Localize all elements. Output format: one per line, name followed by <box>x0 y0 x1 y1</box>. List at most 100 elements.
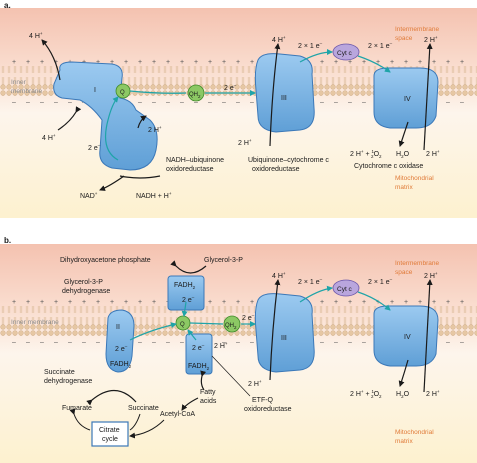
b-proton-arrow-iii <box>269 279 281 381</box>
a-2x1e-left-label: 2 × 1 e– <box>298 41 323 50</box>
a-2e-i-label: 2 e– <box>88 143 101 152</box>
membrane-minus-sign: – <box>320 99 324 106</box>
b-succinate-dh-line1: Succinate <box>44 369 75 376</box>
a-intermembrane-label-1: Intermembrane <box>395 26 439 33</box>
b-intermembrane-label-1: Intermembrane <box>395 260 439 267</box>
b-2e-ii-label: 2 e– <box>115 344 128 353</box>
b-etf-q-line2: oxidoreductase <box>244 406 292 413</box>
membrane-minus-sign: – <box>54 339 58 346</box>
panel-a: a. +++++++++++++++++++++++++++++++++ –––… <box>0 1 477 218</box>
b-2e-iii-label: 2 e– <box>242 313 255 322</box>
a-2x1e-right-label: 2 × 1 e– <box>368 41 393 50</box>
a-q-label: Q <box>120 90 125 96</box>
b-fatty-acids-line2: acids <box>200 398 217 405</box>
membrane-plus-sign: + <box>12 299 16 306</box>
b-etf-q-leader <box>211 355 251 397</box>
complex-i-shape <box>53 61 158 171</box>
a-water-arrow <box>398 121 409 147</box>
membrane-plus-sign: + <box>418 299 422 306</box>
membrane-minus-sign: – <box>152 99 156 106</box>
a-proton-arrow-2h <box>137 115 147 129</box>
a-nadh-label: NADH + H+ <box>136 191 172 200</box>
membrane-minus-sign: – <box>250 99 254 106</box>
b-dhap-label: Dihydroxyacetone phosphate <box>60 257 151 264</box>
b-fadh2-ii-label: FADH2 <box>110 361 132 369</box>
membrane-plus-sign: + <box>82 299 86 306</box>
membrane-minus-sign: – <box>166 99 170 106</box>
membrane-plus-sign: + <box>26 59 30 66</box>
a-qh2-label: QH2 <box>189 92 201 99</box>
membrane-minus-sign: – <box>68 339 72 346</box>
a-electron-path-iii-cytc <box>299 49 333 63</box>
membrane-minus-sign: – <box>194 99 198 106</box>
a-2h-iii-bottom-label: 2 H+ <box>238 138 252 147</box>
membrane-minus-sign: – <box>96 339 100 346</box>
b-citrate-succinate-link <box>129 413 141 431</box>
membrane-plus-sign: + <box>180 59 184 66</box>
membrane-plus-sign: + <box>26 299 30 306</box>
membrane-plus-sign: + <box>110 299 114 306</box>
b-g3p-arrow <box>170 260 207 274</box>
etf-q-shape <box>185 333 213 375</box>
membrane-plus-sign: + <box>96 59 100 66</box>
membrane-plus-sign: + <box>460 59 464 66</box>
membrane-minus-sign: – <box>82 339 86 346</box>
b-citrate-line1: Citrate <box>99 427 120 434</box>
membrane-minus-sign: – <box>362 99 366 106</box>
b-inner-membrane-label: Inner membrane <box>11 319 59 326</box>
a-enzyme-iv-label: Cytochrome c oxidase <box>354 163 423 170</box>
membrane-minus-sign: – <box>40 99 44 106</box>
membrane-plus-sign: + <box>12 59 16 66</box>
membrane-plus-sign: + <box>334 299 338 306</box>
a-matrix-label-1: Mitochondrial <box>395 175 434 182</box>
complex-i-label: I <box>94 87 96 94</box>
b-4h-iii-label: 4 H+ <box>272 271 286 280</box>
a-proton-arrow-i-out <box>41 39 61 81</box>
membrane-plus-sign: + <box>236 299 240 306</box>
membrane-plus-sign: + <box>432 299 436 306</box>
a-proton-arrow-iv <box>423 43 433 151</box>
b-2e-etf-label: 2 e– <box>192 343 205 352</box>
b-succinate-label: Succinate <box>128 405 159 412</box>
membrane-minus-sign: – <box>446 339 450 346</box>
b-electron-cytc-iv <box>357 291 391 311</box>
b-2h-etf-label: 2 H+ <box>214 341 228 350</box>
a-enzyme-iii-line2: oxidoreductase <box>252 166 300 173</box>
membrane-minus-sign: – <box>54 99 58 106</box>
membrane-plus-sign: + <box>40 59 44 66</box>
b-complex-iv-shape <box>373 305 439 367</box>
b-electron-iii-cytc <box>299 285 333 303</box>
membrane-minus-sign: – <box>320 339 324 346</box>
b-2e-top-label: 2 e– <box>182 295 195 304</box>
b-etf-q-line1: ETF-Q <box>252 397 274 404</box>
membrane-plus-sign: + <box>208 299 212 306</box>
b-g3p-dh-line1: Glycerol-3-P <box>64 279 103 286</box>
a-intermembrane-label-2: space <box>395 35 413 42</box>
membrane-minus-sign: – <box>334 99 338 106</box>
a-water-product: H2O <box>396 151 410 159</box>
a-enzyme-i-line2: oxidoreductase <box>166 166 214 173</box>
b-acetyl-citrate-arrow <box>129 419 165 439</box>
membrane-plus-sign: + <box>376 299 380 306</box>
membrane-plus-sign: + <box>446 299 450 306</box>
membrane-minus-sign: – <box>12 339 16 346</box>
membrane-plus-sign: + <box>124 59 128 66</box>
membrane-minus-sign: – <box>348 339 352 346</box>
membrane-plus-sign: + <box>362 59 366 66</box>
b-cyt-c <box>332 279 360 297</box>
b-succinate-dh-line2: dehydrogenase <box>44 378 92 385</box>
membrane-plus-sign: + <box>222 299 226 306</box>
a-electron-path-nadh-q <box>105 96 119 161</box>
complex-iii-shape <box>254 53 315 133</box>
b-qh2-circle <box>223 315 241 333</box>
b-2h-iii-bottom-label: 2 H+ <box>248 379 262 388</box>
membrane-minus-sign: – <box>236 339 240 346</box>
a-4h-top-label: 4 H+ <box>29 31 43 40</box>
membrane-minus-sign: – <box>12 99 16 106</box>
a-4h-iii-label: 4 H+ <box>272 35 286 44</box>
b-citrate-line2: cycle <box>102 436 118 443</box>
a-inner-membrane-label-1: Inner <box>11 79 27 86</box>
membrane-minus-sign: – <box>138 339 142 346</box>
membrane-minus-sign: – <box>138 99 142 106</box>
